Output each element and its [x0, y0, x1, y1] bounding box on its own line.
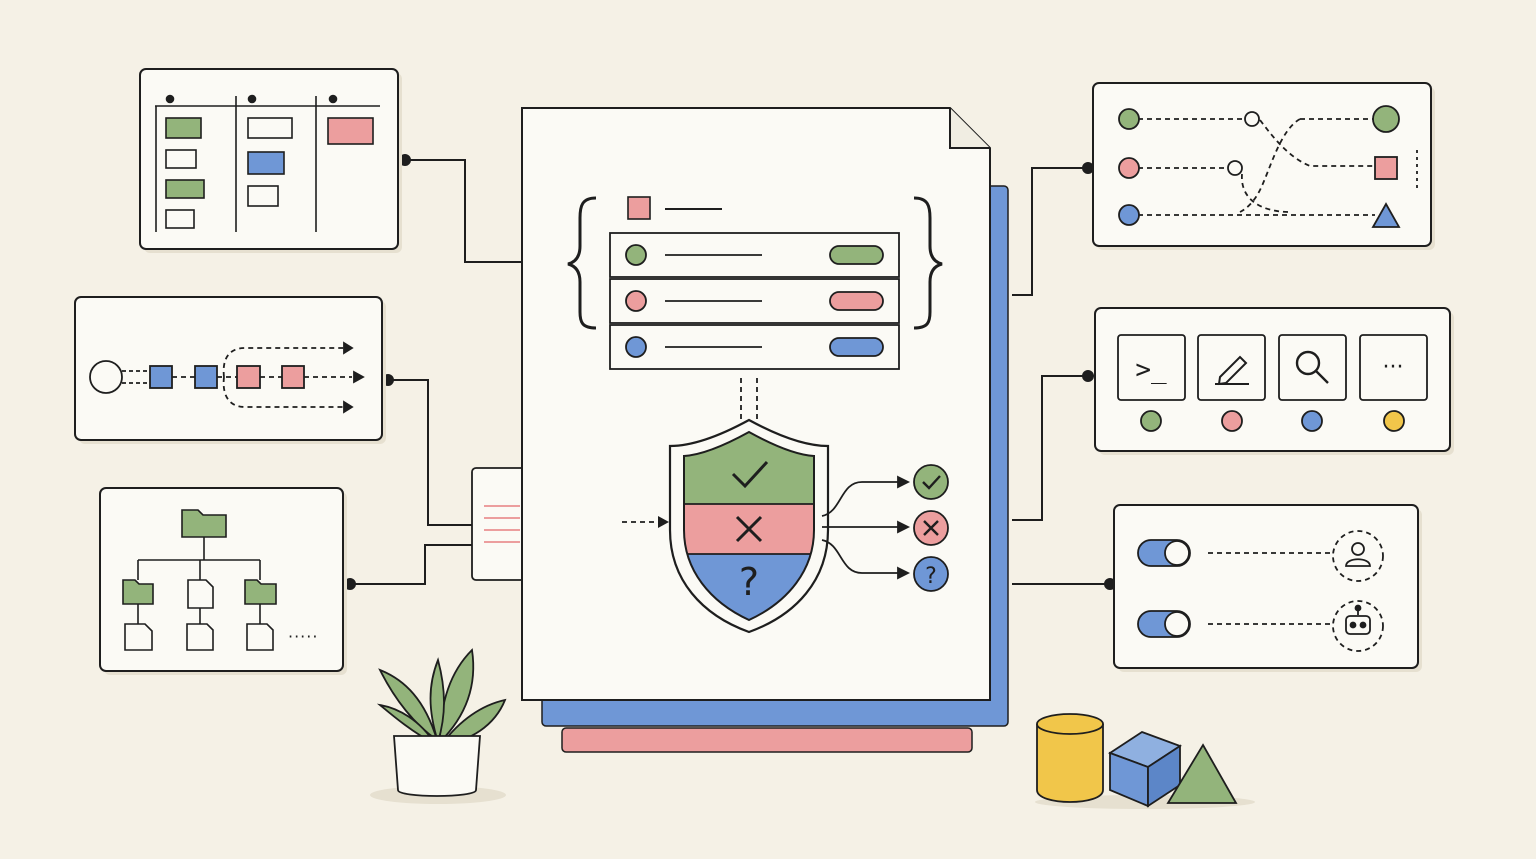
kanban-panel	[139, 68, 402, 253]
tool-status-dot	[1383, 410, 1405, 432]
document-layer-red	[561, 727, 973, 753]
connector-tree-docs	[350, 544, 472, 585]
shield-cross-icon	[735, 515, 763, 543]
branching-pipeline-icon	[89, 341, 365, 414]
tool-status-dot	[1140, 410, 1162, 432]
tools-panel: >_ ···	[1094, 307, 1454, 455]
tree-ellipsis: ·····	[288, 627, 318, 646]
schema-header-square	[627, 196, 651, 220]
question-icon	[913, 556, 949, 592]
terminal-icon: >_	[1135, 355, 1167, 385]
terminal-tool-button[interactable]	[1117, 334, 1186, 401]
more-tool-button[interactable]	[1359, 334, 1428, 401]
search-icon	[1295, 350, 1329, 384]
output-question-label: ?	[925, 564, 937, 589]
robot-icon	[1345, 604, 1371, 635]
folder-tree-icon	[122, 509, 277, 651]
shield-question-icon: ?	[739, 560, 759, 604]
more-icon: ···	[1383, 355, 1404, 380]
right-brace-icon	[913, 196, 943, 330]
connector-kanban-doc	[405, 159, 522, 263]
connector-tools-doc	[1012, 375, 1088, 521]
connector-pipeline-docs	[388, 379, 472, 526]
user-icon	[1345, 542, 1371, 567]
tool-status-dot	[1301, 410, 1323, 432]
connector-routing-doc	[1012, 167, 1088, 296]
pipeline-panel	[74, 296, 386, 444]
routing-paths-icon	[1118, 105, 1418, 228]
kanban-board-icon	[155, 94, 380, 232]
toggles-panel	[1113, 504, 1422, 672]
cube-icon	[1108, 730, 1182, 808]
shield-check-icon	[731, 460, 769, 489]
left-brace-icon	[567, 196, 597, 330]
pencil-icon	[1215, 355, 1249, 386]
cylinder-icon	[1036, 713, 1104, 803]
connector-node	[1082, 162, 1094, 174]
shield-outputs	[821, 464, 949, 592]
document-fold	[949, 108, 990, 149]
search-tool-button[interactable]	[1278, 334, 1347, 401]
check-icon	[913, 464, 949, 500]
schema-rows	[609, 232, 900, 370]
connector-node	[1082, 370, 1094, 382]
potted-plant-icon	[370, 648, 507, 804]
routing-panel	[1092, 82, 1435, 250]
shapes-group	[1035, 713, 1255, 809]
validation-shield-icon: ?	[668, 418, 830, 634]
tool-status-dot	[1221, 410, 1243, 432]
folder-tree-panel: ·····	[99, 487, 347, 675]
connectors	[344, 154, 1116, 590]
pyramid-icon	[1166, 743, 1238, 804]
pencil-tool-button[interactable]	[1197, 334, 1266, 401]
